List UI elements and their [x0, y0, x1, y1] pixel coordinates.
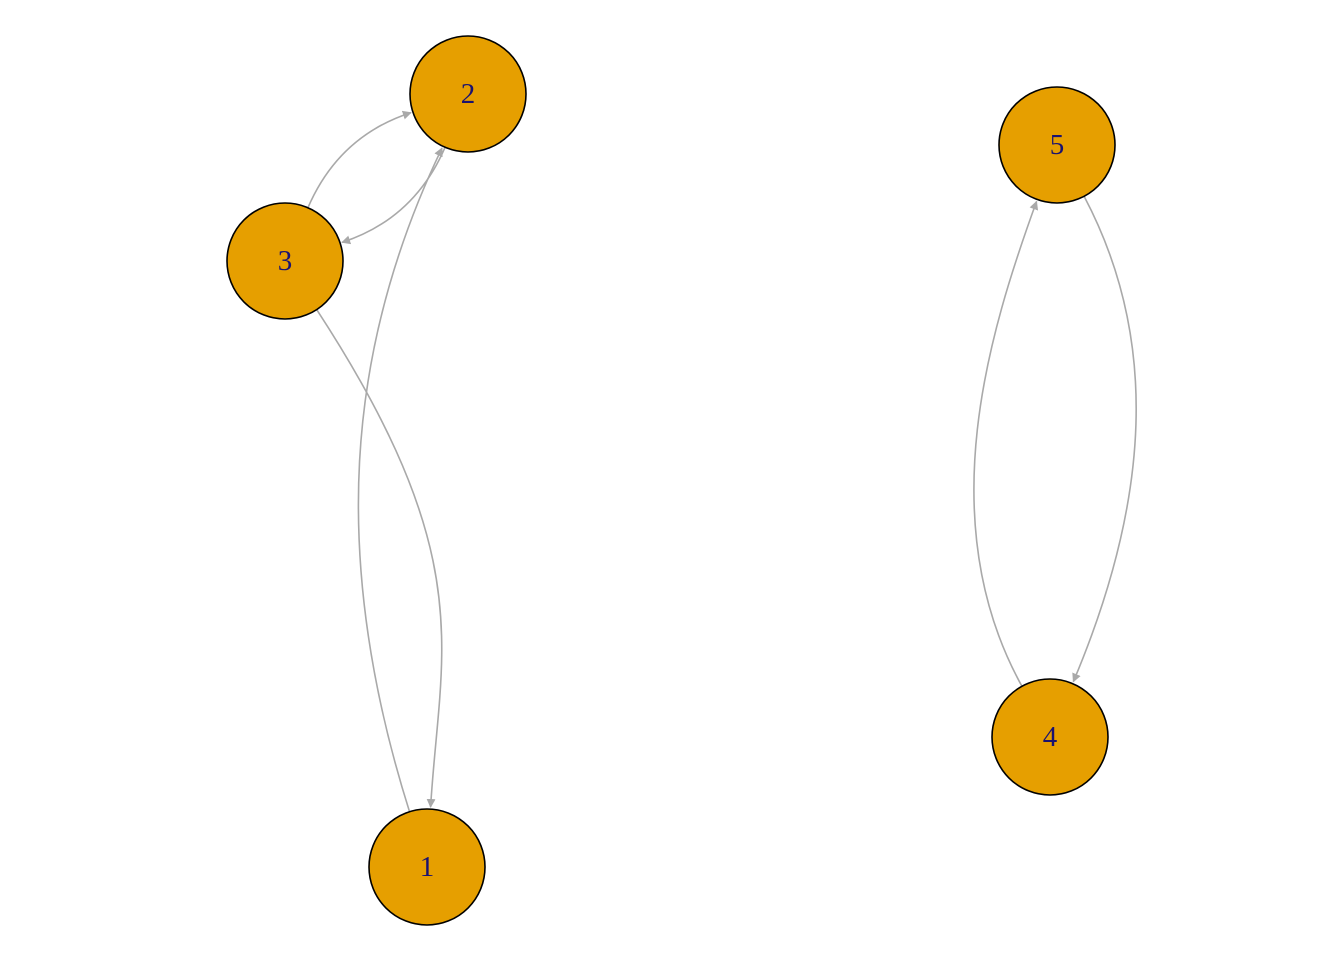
node-5-label: 5 — [1050, 129, 1065, 161]
node-2-label: 2 — [461, 78, 476, 110]
nodes-layer: 1 2 3 4 5 — [226, 35, 1116, 926]
edge-4-to-5 — [973, 200, 1039, 687]
node-2[interactable]: 2 — [409, 35, 527, 153]
node-4-circle — [991, 678, 1109, 796]
node-1-label: 1 — [420, 851, 435, 883]
edge-2-to-3 — [341, 146, 446, 245]
node-1-circle — [368, 808, 486, 926]
node-3-label: 3 — [278, 245, 293, 277]
node-2-circle — [409, 35, 527, 153]
edge-3-to-1 — [316, 309, 443, 809]
edges-layer — [307, 110, 1137, 812]
node-1[interactable]: 1 — [368, 808, 486, 926]
node-4-label: 4 — [1043, 721, 1058, 753]
node-3[interactable]: 3 — [226, 202, 344, 320]
node-5-circle — [998, 86, 1116, 204]
node-3-circle — [226, 202, 344, 320]
node-4[interactable]: 4 — [991, 678, 1109, 796]
edge-1-to-2 — [357, 147, 443, 812]
node-5[interactable]: 5 — [998, 86, 1116, 204]
edge-3-to-2 — [307, 110, 412, 209]
edge-5-to-4 — [1072, 195, 1137, 683]
